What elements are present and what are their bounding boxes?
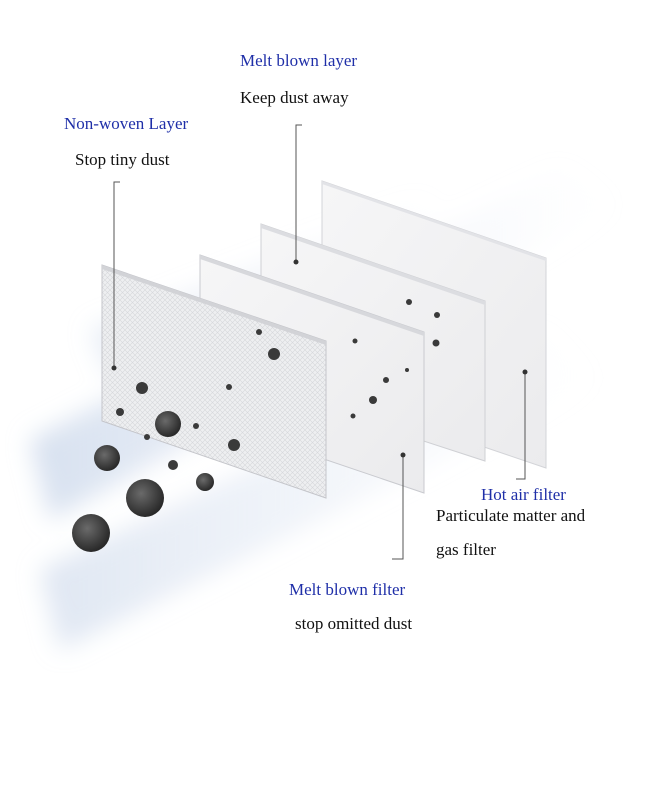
- dust-particle: [350, 413, 356, 419]
- non-woven-layer-sheet: [101, 264, 327, 499]
- dust-particle: [94, 445, 120, 471]
- dust-particle: [144, 434, 150, 440]
- dust-particle: [72, 514, 110, 552]
- non-woven-layer-title: Non-woven Layer: [64, 114, 189, 133]
- leader-line-melt-blown-filter: [392, 455, 404, 560]
- dust-particle: [126, 479, 164, 517]
- dust-particle: [116, 408, 124, 416]
- leader-line-hot-air-filter: [516, 372, 526, 480]
- dust-particle: [405, 368, 409, 372]
- dust-particle: [228, 439, 240, 451]
- dust-particle: [369, 396, 377, 404]
- dust-particle: [168, 460, 178, 470]
- dust-particle: [434, 312, 440, 318]
- dust-particle: [226, 384, 232, 390]
- dust-particle: [193, 423, 199, 429]
- dust-particle: [136, 382, 148, 394]
- hot-air-filter-desc-line2: gas filter: [436, 540, 496, 559]
- melt-blown-layer-title: Melt blown layer: [240, 51, 358, 70]
- dust-particle: [268, 348, 280, 360]
- leader-line-non-woven-layer: [113, 181, 120, 368]
- dust-particle: [196, 473, 214, 491]
- melt-blown-filter-desc: stop omitted dust: [295, 614, 413, 633]
- melt-blown-filter-title: Melt blown filter: [289, 580, 406, 599]
- dust-particle: [383, 377, 389, 383]
- leader-dots: [111, 259, 528, 458]
- dust-particle: [155, 411, 181, 437]
- dust-particles: [72, 299, 440, 552]
- melt-blown-layer-desc: Keep dust away: [240, 88, 349, 107]
- hot-air-filter-desc-line1: Particulate matter and: [436, 506, 586, 525]
- dust-particle: [352, 338, 358, 344]
- dust-particle: [256, 329, 262, 335]
- leader-line-melt-blown-layer: [295, 124, 302, 262]
- dust-particle: [432, 339, 440, 347]
- non-woven-layer-desc: Stop tiny dust: [75, 150, 170, 169]
- leader-lines: [113, 124, 526, 560]
- dust-particle: [406, 299, 412, 305]
- hot-air-filter-title: Hot air filter: [481, 485, 566, 504]
